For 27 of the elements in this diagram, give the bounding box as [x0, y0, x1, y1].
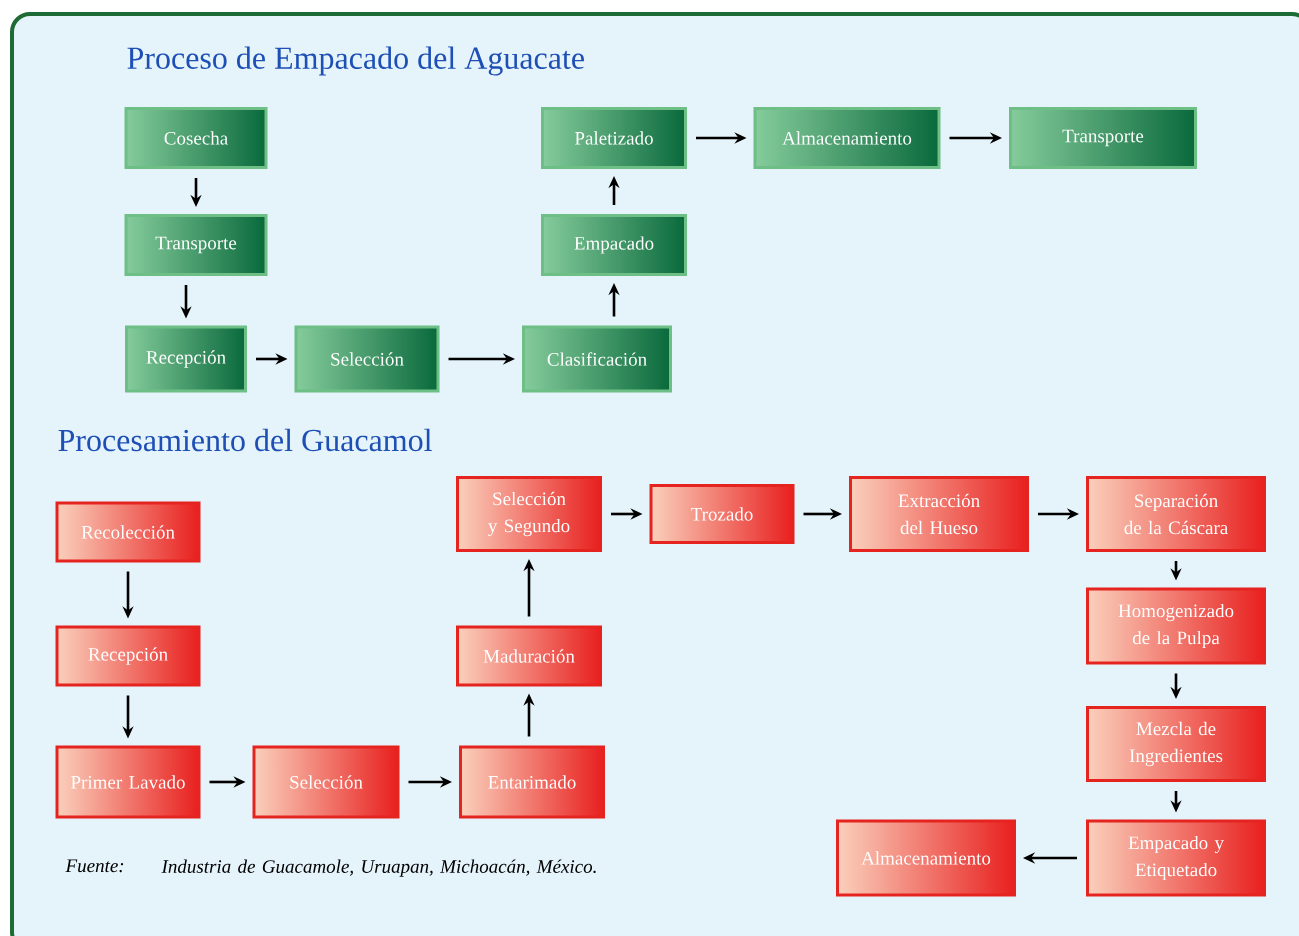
process-box: Homogenizado de la Pulpa	[1086, 587, 1266, 665]
process-box: Recolección	[55, 501, 201, 563]
process-box: Almacenamiento	[753, 107, 941, 169]
process-box: Mezcla de Ingredientes	[1086, 706, 1266, 782]
process-box: Cosecha	[124, 107, 268, 169]
process-box: Entarimado	[459, 745, 605, 819]
heading: Procesamiento del Guacamol	[58, 428, 432, 452]
process-box: Selección y Segundo	[456, 476, 602, 552]
process-box: Separación de la Cáscara	[1086, 476, 1266, 552]
process-box: Maduración	[456, 625, 602, 687]
process-box: Transporte	[124, 214, 268, 276]
process-box: Empacado	[541, 214, 687, 276]
source-label: Fuente:	[65, 859, 124, 873]
process-box: Transporte	[1009, 107, 1197, 169]
process-box: Paletizado	[541, 107, 687, 169]
source-text: Industria de Guacamole, Uruapan, Michoacán, México.	[161, 859, 596, 877]
process-box: Selección	[252, 745, 400, 819]
process-box: Almacenamiento	[836, 819, 1016, 897]
process-box: Recepción	[125, 325, 247, 393]
process-box: Recepción	[55, 625, 201, 687]
process-box: Clasificación	[522, 325, 672, 393]
process-box: Trozado	[649, 484, 795, 544]
process-box: Selección	[294, 325, 440, 393]
process-box: Extracción del Hueso	[849, 476, 1029, 552]
process-box: Empacado y Etiquetado	[1086, 819, 1266, 897]
process-box: Primer Lavado	[55, 745, 201, 819]
title: Proceso de Empacado del Aguacate	[127, 46, 584, 76]
